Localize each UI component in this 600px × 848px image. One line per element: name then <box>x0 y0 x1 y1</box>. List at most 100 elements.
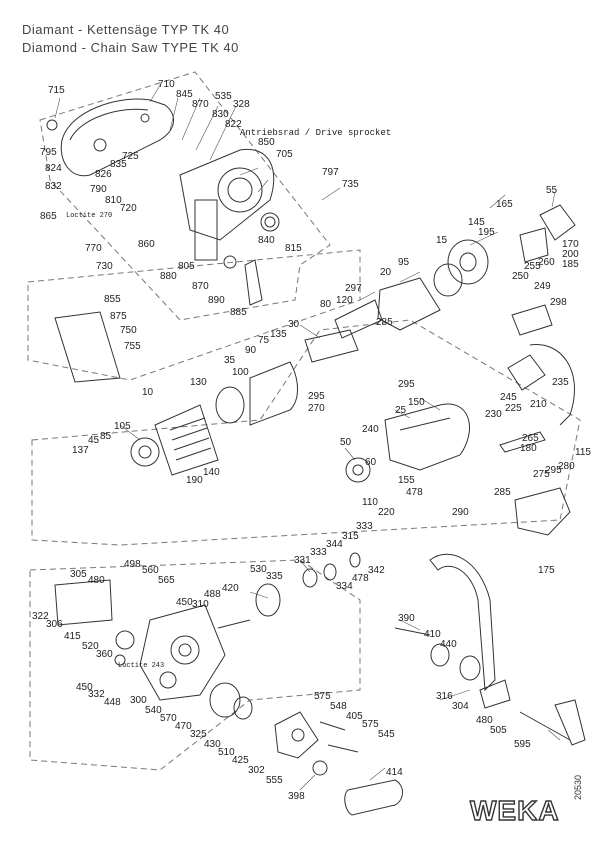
part-label: 302 <box>248 765 265 776</box>
part-label: 505 <box>490 725 507 736</box>
part-label: 575 <box>314 691 331 702</box>
part-label: 770 <box>85 243 102 254</box>
part-label: 316 <box>436 691 453 702</box>
part-label: 140 <box>203 467 220 478</box>
part-label: 240 <box>362 424 379 435</box>
part-label: 304 <box>452 701 469 712</box>
part-label: 440 <box>440 639 457 650</box>
part-label: 430 <box>204 739 221 750</box>
part-label: 855 <box>104 294 121 305</box>
part-label: 535 <box>215 91 232 102</box>
part-label: 398 <box>288 791 305 802</box>
part-label: 322 <box>32 611 49 622</box>
sprocket-annotation: Antriebsrad / Drive sprocket <box>240 128 392 138</box>
part-label: 300 <box>130 695 147 706</box>
title-german: Diamant - Kettensäge TYP TK 40 <box>22 22 230 37</box>
part-label: 360 <box>96 649 113 660</box>
part-label: 255 <box>524 261 541 272</box>
part-label: 30 <box>288 319 300 330</box>
part-label: 815 <box>285 243 302 254</box>
part-label: 480 <box>476 715 493 726</box>
part-label: 332 <box>88 689 105 700</box>
part-label: 325 <box>190 729 207 740</box>
part-label: 870 <box>192 281 209 292</box>
part-label: 80 <box>320 299 332 310</box>
loctite-note-1: Loctite 270 <box>66 212 113 220</box>
part-label: 520 <box>82 641 99 652</box>
part-label: 45 <box>88 435 100 446</box>
part-label: 295 <box>398 379 415 390</box>
part-label: 100 <box>232 367 249 378</box>
part-label: 750 <box>120 325 137 336</box>
part-label: 185 <box>562 259 579 270</box>
part-label: 135 <box>270 329 287 340</box>
part-label: 250 <box>512 271 529 282</box>
part-label: 870 <box>192 99 209 110</box>
part-label: 297 <box>345 283 362 294</box>
part-label: 860 <box>138 239 155 250</box>
part-label: 795 <box>40 147 57 158</box>
part-label: 195 <box>478 227 495 238</box>
part-label: 830 <box>212 109 229 120</box>
part-label: 306 <box>46 619 63 630</box>
part-label: 265 <box>522 433 539 444</box>
part-label: 840 <box>258 235 275 246</box>
part-label: 155 <box>398 475 415 486</box>
part-label: 170 <box>562 239 579 250</box>
part-label: 249 <box>534 281 551 292</box>
part-label: 565 <box>158 575 175 586</box>
part-label: 415 <box>64 631 81 642</box>
part-label: 850 <box>258 137 275 148</box>
part-label: 235 <box>552 377 569 388</box>
part-label: 498 <box>124 559 141 570</box>
part-label: 150 <box>408 397 425 408</box>
part-label: 835 <box>110 159 127 170</box>
part-label: 245 <box>500 392 517 403</box>
part-label: 50 <box>340 437 352 448</box>
part-label: 595 <box>514 739 531 750</box>
part-label: 810 <box>105 195 122 206</box>
part-label: 555 <box>266 775 283 786</box>
part-label: 10 <box>142 387 154 398</box>
part-label: 824 <box>45 163 62 174</box>
part-label: 540 <box>145 705 162 716</box>
part-label: 478 <box>352 573 369 584</box>
part-label: 420 <box>222 583 239 594</box>
part-label: 333 <box>356 521 373 532</box>
part-label: 290 <box>452 507 469 518</box>
part-label: 530 <box>250 564 267 575</box>
part-label: 450 <box>176 597 193 608</box>
part-label: 805 <box>178 261 195 272</box>
loctite-note-2: Loctite 243 <box>118 662 165 670</box>
part-label: 510 <box>218 747 235 758</box>
part-label: 705 <box>276 149 293 160</box>
part-label: 826 <box>95 169 112 180</box>
part-label: 331 <box>294 555 311 566</box>
part-label: 105 <box>114 421 131 432</box>
part-label: 230 <box>485 409 502 420</box>
part-label: 180 <box>520 443 537 454</box>
part-label: 137 <box>72 445 89 456</box>
part-label: 344 <box>326 539 343 550</box>
part-label: 410 <box>424 629 441 640</box>
part-label: 845 <box>176 89 193 100</box>
part-label: 865 <box>40 211 57 222</box>
part-label: 548 <box>330 701 347 712</box>
part-label: 545 <box>378 729 395 740</box>
part-label: 328 <box>233 99 250 110</box>
part-label: 285 <box>376 317 393 328</box>
part-label: 390 <box>398 613 415 624</box>
part-label: 875 <box>110 311 127 322</box>
part-label: 560 <box>142 565 159 576</box>
part-label: 75 <box>258 335 270 346</box>
part-label: 425 <box>232 755 249 766</box>
part-label: 342 <box>368 565 385 576</box>
part-label: 55 <box>546 185 558 196</box>
part-label: 295 <box>545 465 562 476</box>
part-label: 575 <box>362 719 379 730</box>
part-label: 822 <box>225 119 242 130</box>
part-label: 725 <box>122 151 139 162</box>
part-label: 305 <box>70 569 87 580</box>
part-label: 190 <box>186 475 203 486</box>
